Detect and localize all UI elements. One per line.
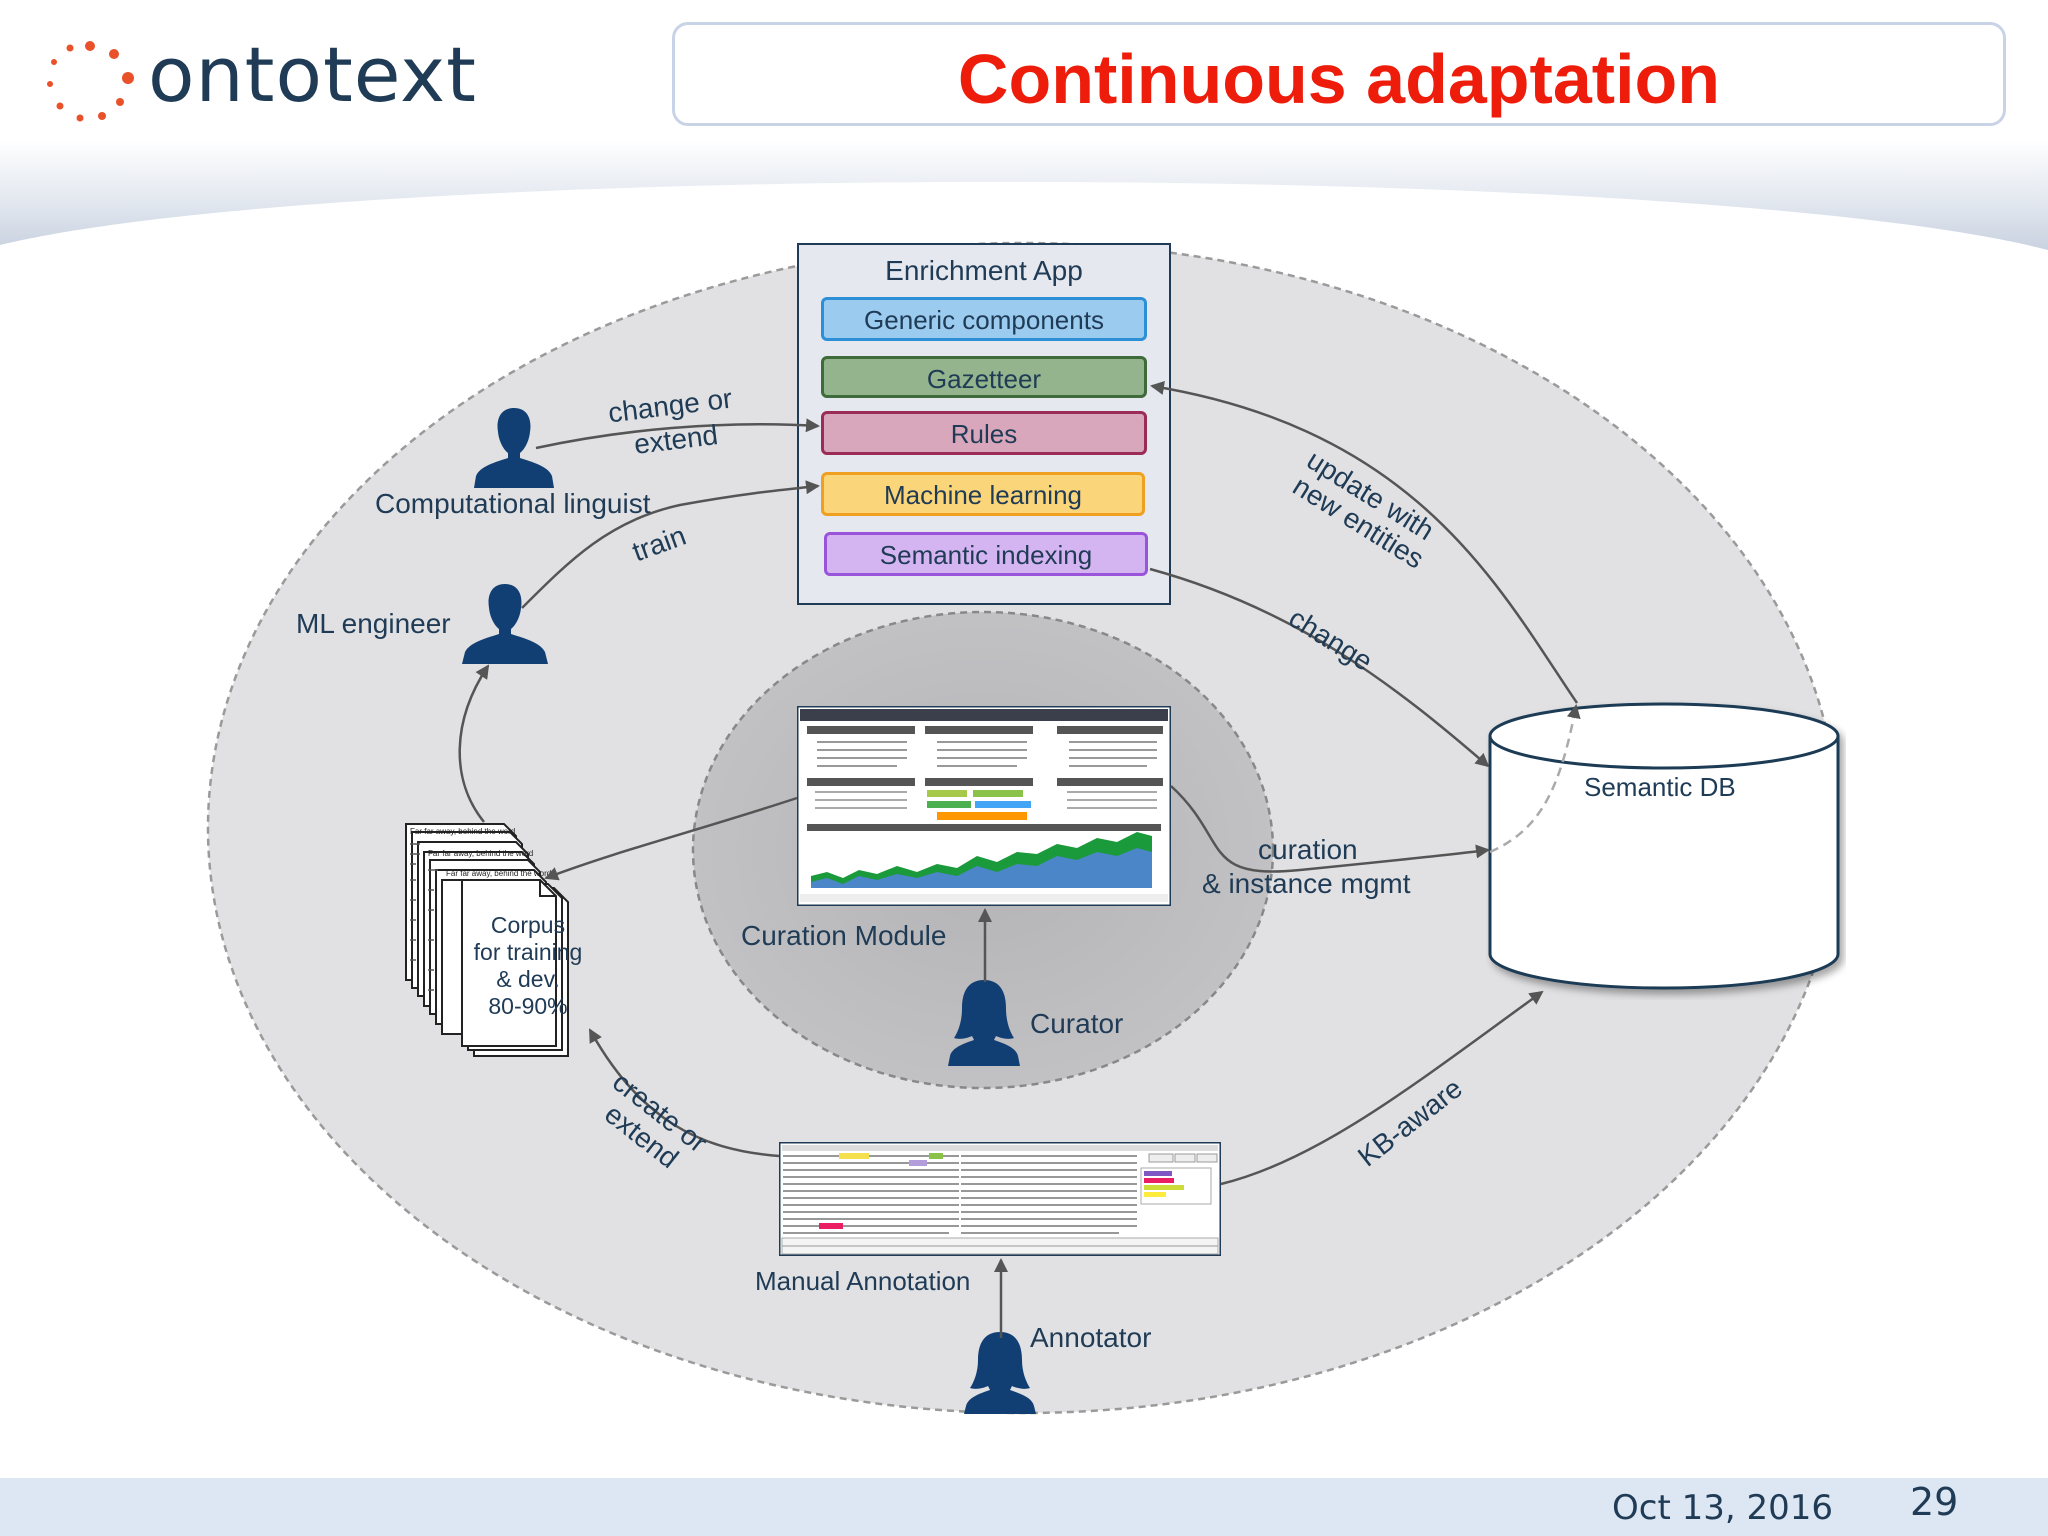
component-machine-learning: Machine learning xyxy=(821,472,1145,516)
ml-engineer-person-icon xyxy=(462,584,548,664)
edge-change xyxy=(1149,567,1490,768)
ml-engineer-label: ML engineer xyxy=(296,608,451,639)
enrichment-app-title: Enrichment App xyxy=(885,255,1083,286)
doc-text-1: Far far away, behind the word xyxy=(410,827,515,836)
component-gazetteer: Gazetteer xyxy=(821,356,1147,398)
computational-linguist-person-icon xyxy=(474,408,554,488)
edge-label-instance-mgmt: & instance mgmt xyxy=(1202,868,1411,899)
page-number: 29 xyxy=(1910,1480,1959,1524)
computational-linguist-label: Computational linguist xyxy=(375,488,651,519)
corpus-line-1: Corpus xyxy=(490,912,566,938)
curation-module-label: Curation Module xyxy=(741,920,947,951)
corpus-line-2: for training xyxy=(473,939,583,965)
component-semantic-indexing: Semantic indexing xyxy=(824,532,1148,576)
curator-person-icon xyxy=(948,980,1020,1066)
edge-curation xyxy=(1170,785,1490,873)
annotator-person-icon xyxy=(964,1332,1036,1414)
corpus-documents: Far far away, behind the word Far far aw… xyxy=(405,823,569,1057)
component-generic: Generic components xyxy=(821,297,1147,341)
doc-text-3: Far far away, behind the word xyxy=(446,869,551,878)
semantic-db-cylinder xyxy=(1488,702,1840,990)
edge-db-dashed xyxy=(1489,704,1581,854)
logo-text: ontotext xyxy=(148,30,477,119)
edge-label-curation: curation xyxy=(1258,834,1358,865)
edge-kb-aware xyxy=(1220,990,1544,1186)
semantic-db-label: Semantic DB xyxy=(1584,772,1736,802)
corpus-label: Corpus for training & dev. 80-90% xyxy=(458,912,598,1020)
edge-corpus-to-ml xyxy=(458,664,490,823)
component-rules: Rules xyxy=(821,411,1147,455)
annotator-label: Annotator xyxy=(1030,1322,1152,1353)
header-swoosh xyxy=(0,140,2048,250)
edge-update-new-entities xyxy=(1150,381,1579,704)
edge-curation-to-corpus xyxy=(544,796,798,881)
curator-label: Curator xyxy=(1030,1008,1124,1039)
footer-date: Oct 13, 2016 xyxy=(1612,1488,1833,1528)
page-title: Continuous adaptation xyxy=(957,40,1721,118)
footer-band xyxy=(0,1478,2048,1536)
manual-annotation-label: Manual Annotation xyxy=(755,1266,971,1296)
edge-create-or-extend xyxy=(588,1028,780,1158)
edge-train xyxy=(521,480,820,609)
corpus-line-4: 80-90% xyxy=(488,993,568,1019)
title-box: Continuous adaptation xyxy=(672,22,2006,126)
curation-screenshot xyxy=(797,706,1171,906)
edge-change-or-extend xyxy=(535,418,820,450)
corpus-line-3: & dev. xyxy=(496,966,560,992)
logo-dots-icon xyxy=(47,41,134,122)
doc-text-2: Far far away, behind the word xyxy=(428,849,533,858)
annotation-screenshot xyxy=(779,1142,1221,1256)
